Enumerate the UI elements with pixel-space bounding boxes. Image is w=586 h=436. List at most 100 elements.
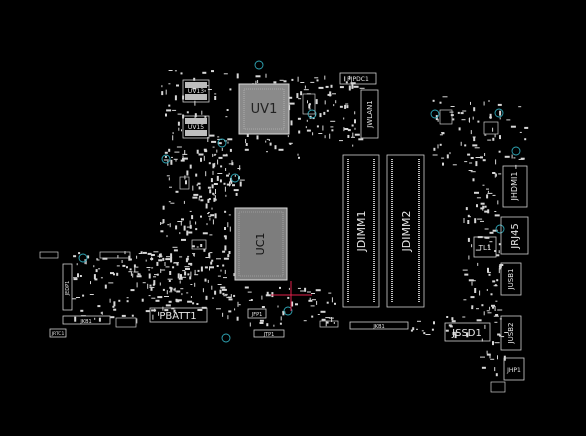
jusb2-connector[interactable]: JUSB2 <box>500 315 522 351</box>
smd-pad <box>499 117 501 120</box>
smd-pad <box>506 119 511 121</box>
smd-pad <box>186 292 189 294</box>
tl1-transformer[interactable]: TL1 <box>473 236 497 258</box>
smd-pad <box>280 316 282 321</box>
smd-pad <box>164 151 168 154</box>
smd-pad <box>177 221 183 222</box>
smd-pad <box>441 132 445 135</box>
smd-pad <box>210 178 213 183</box>
smd-pad <box>234 174 236 177</box>
smd-pad <box>350 82 356 85</box>
smd-pad <box>212 192 215 195</box>
smd-pad <box>159 253 162 258</box>
smd-pad <box>181 293 183 296</box>
smd-pad <box>140 251 143 254</box>
uv13-chip[interactable]: UV13 <box>182 79 210 103</box>
smd-pad <box>519 131 522 133</box>
smd-pad <box>229 177 232 182</box>
smd-pad <box>288 142 293 144</box>
smd-pad <box>278 148 284 151</box>
jkb1-connector[interactable]: JKB1 <box>349 321 409 330</box>
smd-pad <box>230 294 232 299</box>
smd-pad <box>524 126 529 129</box>
jusb1-connector[interactable]: JUSB1 <box>500 262 522 296</box>
smd-pad <box>184 150 186 155</box>
smd-pad <box>451 317 454 321</box>
smd-pad <box>352 132 354 138</box>
smd-pad <box>166 290 168 295</box>
smd-pad <box>227 315 229 320</box>
smd-pad <box>185 180 187 185</box>
smd-pad <box>191 215 194 220</box>
smd-pad <box>207 212 210 214</box>
smd-pad <box>311 315 314 318</box>
jedp1-connector[interactable]: JEDP1 <box>62 263 73 311</box>
smd-pad <box>202 71 207 74</box>
jdimm1-slot[interactable]: JDIMM1 <box>342 154 380 308</box>
jrtc1-label: JRTC1 <box>51 331 65 337</box>
smd-pad <box>339 140 343 142</box>
jhdmi1-connector[interactable]: JHDMI1 <box>502 165 528 208</box>
jdimm2-slot[interactable]: JDIMM2 <box>386 154 425 308</box>
smd-pad <box>190 284 193 285</box>
smd-pad <box>218 156 223 159</box>
smd-pad <box>442 162 444 166</box>
smd-pad <box>354 127 356 130</box>
smd-pad <box>177 113 182 115</box>
smd-pad <box>480 207 484 210</box>
smd-pad <box>165 266 170 268</box>
jwlan1-connector[interactable]: JWLAN1 <box>360 89 379 139</box>
smd-pad <box>470 171 476 173</box>
smd-pad <box>450 106 455 107</box>
smd-pad <box>87 255 90 259</box>
smd-pad <box>151 267 154 269</box>
jfp1-connector[interactable]: JFP1 <box>247 308 267 319</box>
smd-pad <box>205 257 210 258</box>
smd-pad <box>172 135 174 141</box>
smd-pad <box>200 266 203 272</box>
smd-pad <box>168 201 171 203</box>
smd-pad <box>297 287 301 289</box>
jssd1-connector[interactable]: JSSD1 <box>444 322 491 342</box>
uv13-label: UV13 <box>188 88 204 95</box>
smd-pad <box>265 140 267 143</box>
smd-pad <box>228 172 230 175</box>
smd-pad <box>181 276 187 278</box>
smd-pad <box>170 202 175 204</box>
jkb-left-connector[interactable]: JKB1 <box>62 315 111 325</box>
smd-pad <box>216 258 221 260</box>
smd-pad <box>196 184 198 187</box>
smd-pad <box>196 246 199 248</box>
smd-pad <box>499 334 502 337</box>
pjpdc1-connector[interactable]: PJPDC1 <box>339 72 377 85</box>
via-ring <box>283 306 293 316</box>
smd-pad <box>489 306 491 310</box>
jrj45-connector[interactable]: JRJ45 <box>500 216 529 255</box>
smd-pad <box>204 89 206 92</box>
smd-pad <box>437 118 439 122</box>
uv15-chip[interactable]: UV15 <box>182 115 210 139</box>
smd-pad <box>250 299 253 301</box>
smd-pad <box>347 129 351 132</box>
smd-pad <box>473 107 476 112</box>
smd-pad <box>217 284 222 285</box>
smd-pad <box>524 138 527 141</box>
smd-pad <box>132 273 134 278</box>
pbatt1-connector[interactable]: PBATT1 <box>149 307 208 323</box>
uv1-gpu[interactable]: UV1 <box>238 83 290 135</box>
uc1-cpu[interactable]: UC1 <box>234 207 288 281</box>
cursor-crosshair <box>271 281 312 311</box>
smd-pad <box>474 191 479 194</box>
smd-pad <box>492 137 495 141</box>
smd-pad <box>168 280 171 282</box>
jhp1-connector[interactable]: JHP1 <box>503 357 525 381</box>
smd-pad <box>124 251 126 255</box>
jrtc1-connector[interactable]: JRTC1 <box>49 328 67 338</box>
smd-pad <box>445 329 449 332</box>
smd-pad <box>225 168 227 171</box>
smd-pad <box>423 332 426 335</box>
jtp1-connector[interactable]: JTP1 <box>253 329 285 338</box>
smd-pad <box>116 265 120 267</box>
smd-pad <box>180 72 183 75</box>
